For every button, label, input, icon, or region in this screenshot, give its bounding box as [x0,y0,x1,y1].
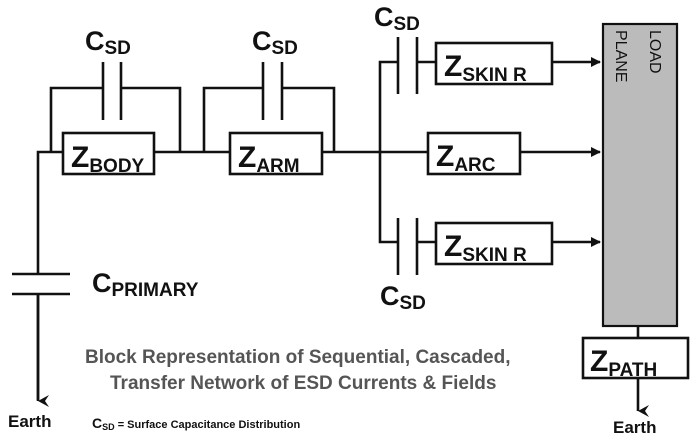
top-branch-wire [378,60,398,152]
z-skin-top-box [434,41,554,86]
earth-label-left: Earth [8,412,51,431]
c-sd-top-label: CSD [374,2,420,35]
c-primary-label: CPRIMARY [92,268,199,301]
diagram-title-line-1: Block Representation of Sequential, Casc… [85,347,511,368]
z-arc-label: ZARC [436,140,496,176]
z-path-box [581,336,690,380]
c-sd-top-capacitor [396,37,436,94]
c-sd-body-label: CSD [85,26,131,59]
z-arm-label: ZARM [238,141,300,177]
z-arc-box [426,131,522,176]
z-skin-top-label: ZSKIN R [444,50,527,86]
load-plane-label-1: LOAD [646,30,663,74]
bottom-branch-wire [378,152,398,244]
z-body-label: ZBODY [71,141,145,177]
legend-note: CSD = Surface Capacitance Distribution [92,415,300,432]
c-primary-capacitor [12,272,70,296]
z-body-box [61,131,156,176]
c-sd-body-capacitor [49,62,182,152]
c-sd-bottom-label: CSD [380,281,426,314]
diagram-title-line-2: Transfer Network of ESD Currents & Field… [110,373,496,394]
earth-label-right: Earth [613,418,656,437]
z-skin-bottom-box [434,221,554,266]
c-sd-arm-label: CSD [252,26,298,59]
load-plane-label-2: PLANE [612,30,629,82]
c-sd-bottom-capacitor [396,218,436,275]
load-plane [601,22,679,328]
z-path-label: ZPATH [590,345,657,381]
z-skin-bottom-label: ZSKIN R [444,230,527,266]
z-arm-box [228,131,324,176]
c-sd-arm-capacitor [202,62,336,152]
